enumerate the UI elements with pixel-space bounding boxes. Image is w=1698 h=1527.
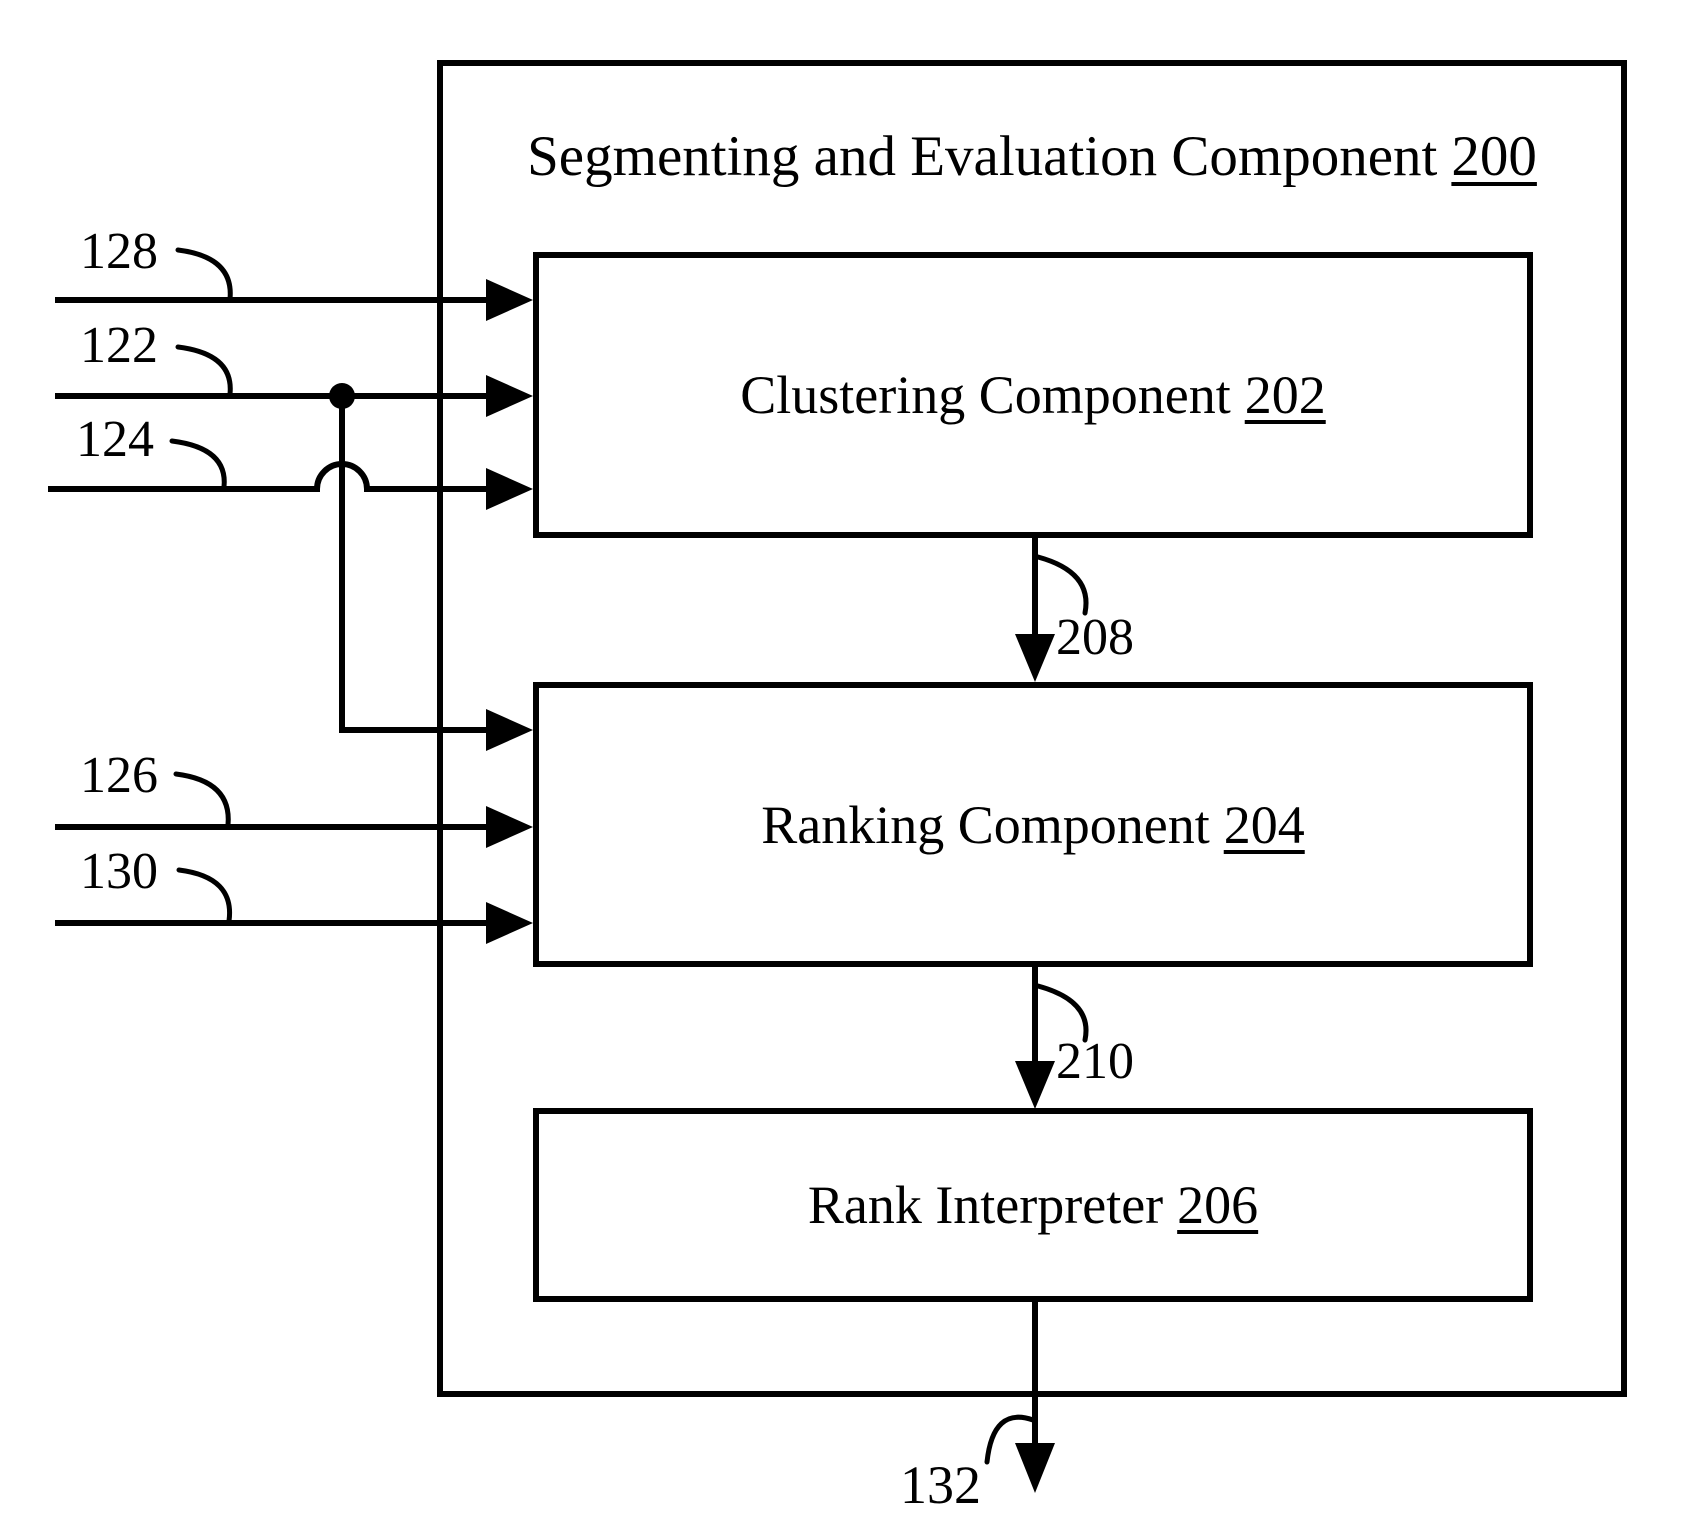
- leader-hook-132: [984, 1414, 1036, 1465]
- leader-hook-126: [173, 771, 231, 828]
- diagram-title-ref: 200: [1451, 125, 1537, 188]
- ranking-component-ref: 204: [1223, 794, 1305, 855]
- flow-label-210: 210: [1056, 1033, 1134, 1090]
- clustering-component-ref: 202: [1244, 365, 1326, 425]
- input-label-122: 122: [80, 317, 158, 374]
- leader-hook-130: [176, 867, 233, 924]
- clustering-component-label: Clustering Component: [740, 365, 1231, 425]
- rank-interpreter-ref: 206: [1177, 1175, 1259, 1235]
- leader-hook-128: [175, 247, 233, 302]
- leader-hook-122: [175, 344, 233, 397]
- junction-dot: [329, 383, 355, 409]
- leader-hook-124: [169, 438, 227, 490]
- flow-label-208: 208: [1056, 609, 1134, 666]
- input-label-124: 124: [76, 411, 154, 468]
- input-label-126: 126: [80, 747, 158, 804]
- input-label-130: 130: [80, 843, 158, 900]
- output-label-132: 132: [900, 1455, 981, 1515]
- ranking-component-label: Ranking Component: [761, 794, 1210, 855]
- input-label-128: 128: [80, 223, 158, 280]
- diagram-title-text: Segmenting and Evaluation Component: [527, 125, 1438, 188]
- rank-interpreter-label: Rank Interpreter: [807, 1175, 1164, 1235]
